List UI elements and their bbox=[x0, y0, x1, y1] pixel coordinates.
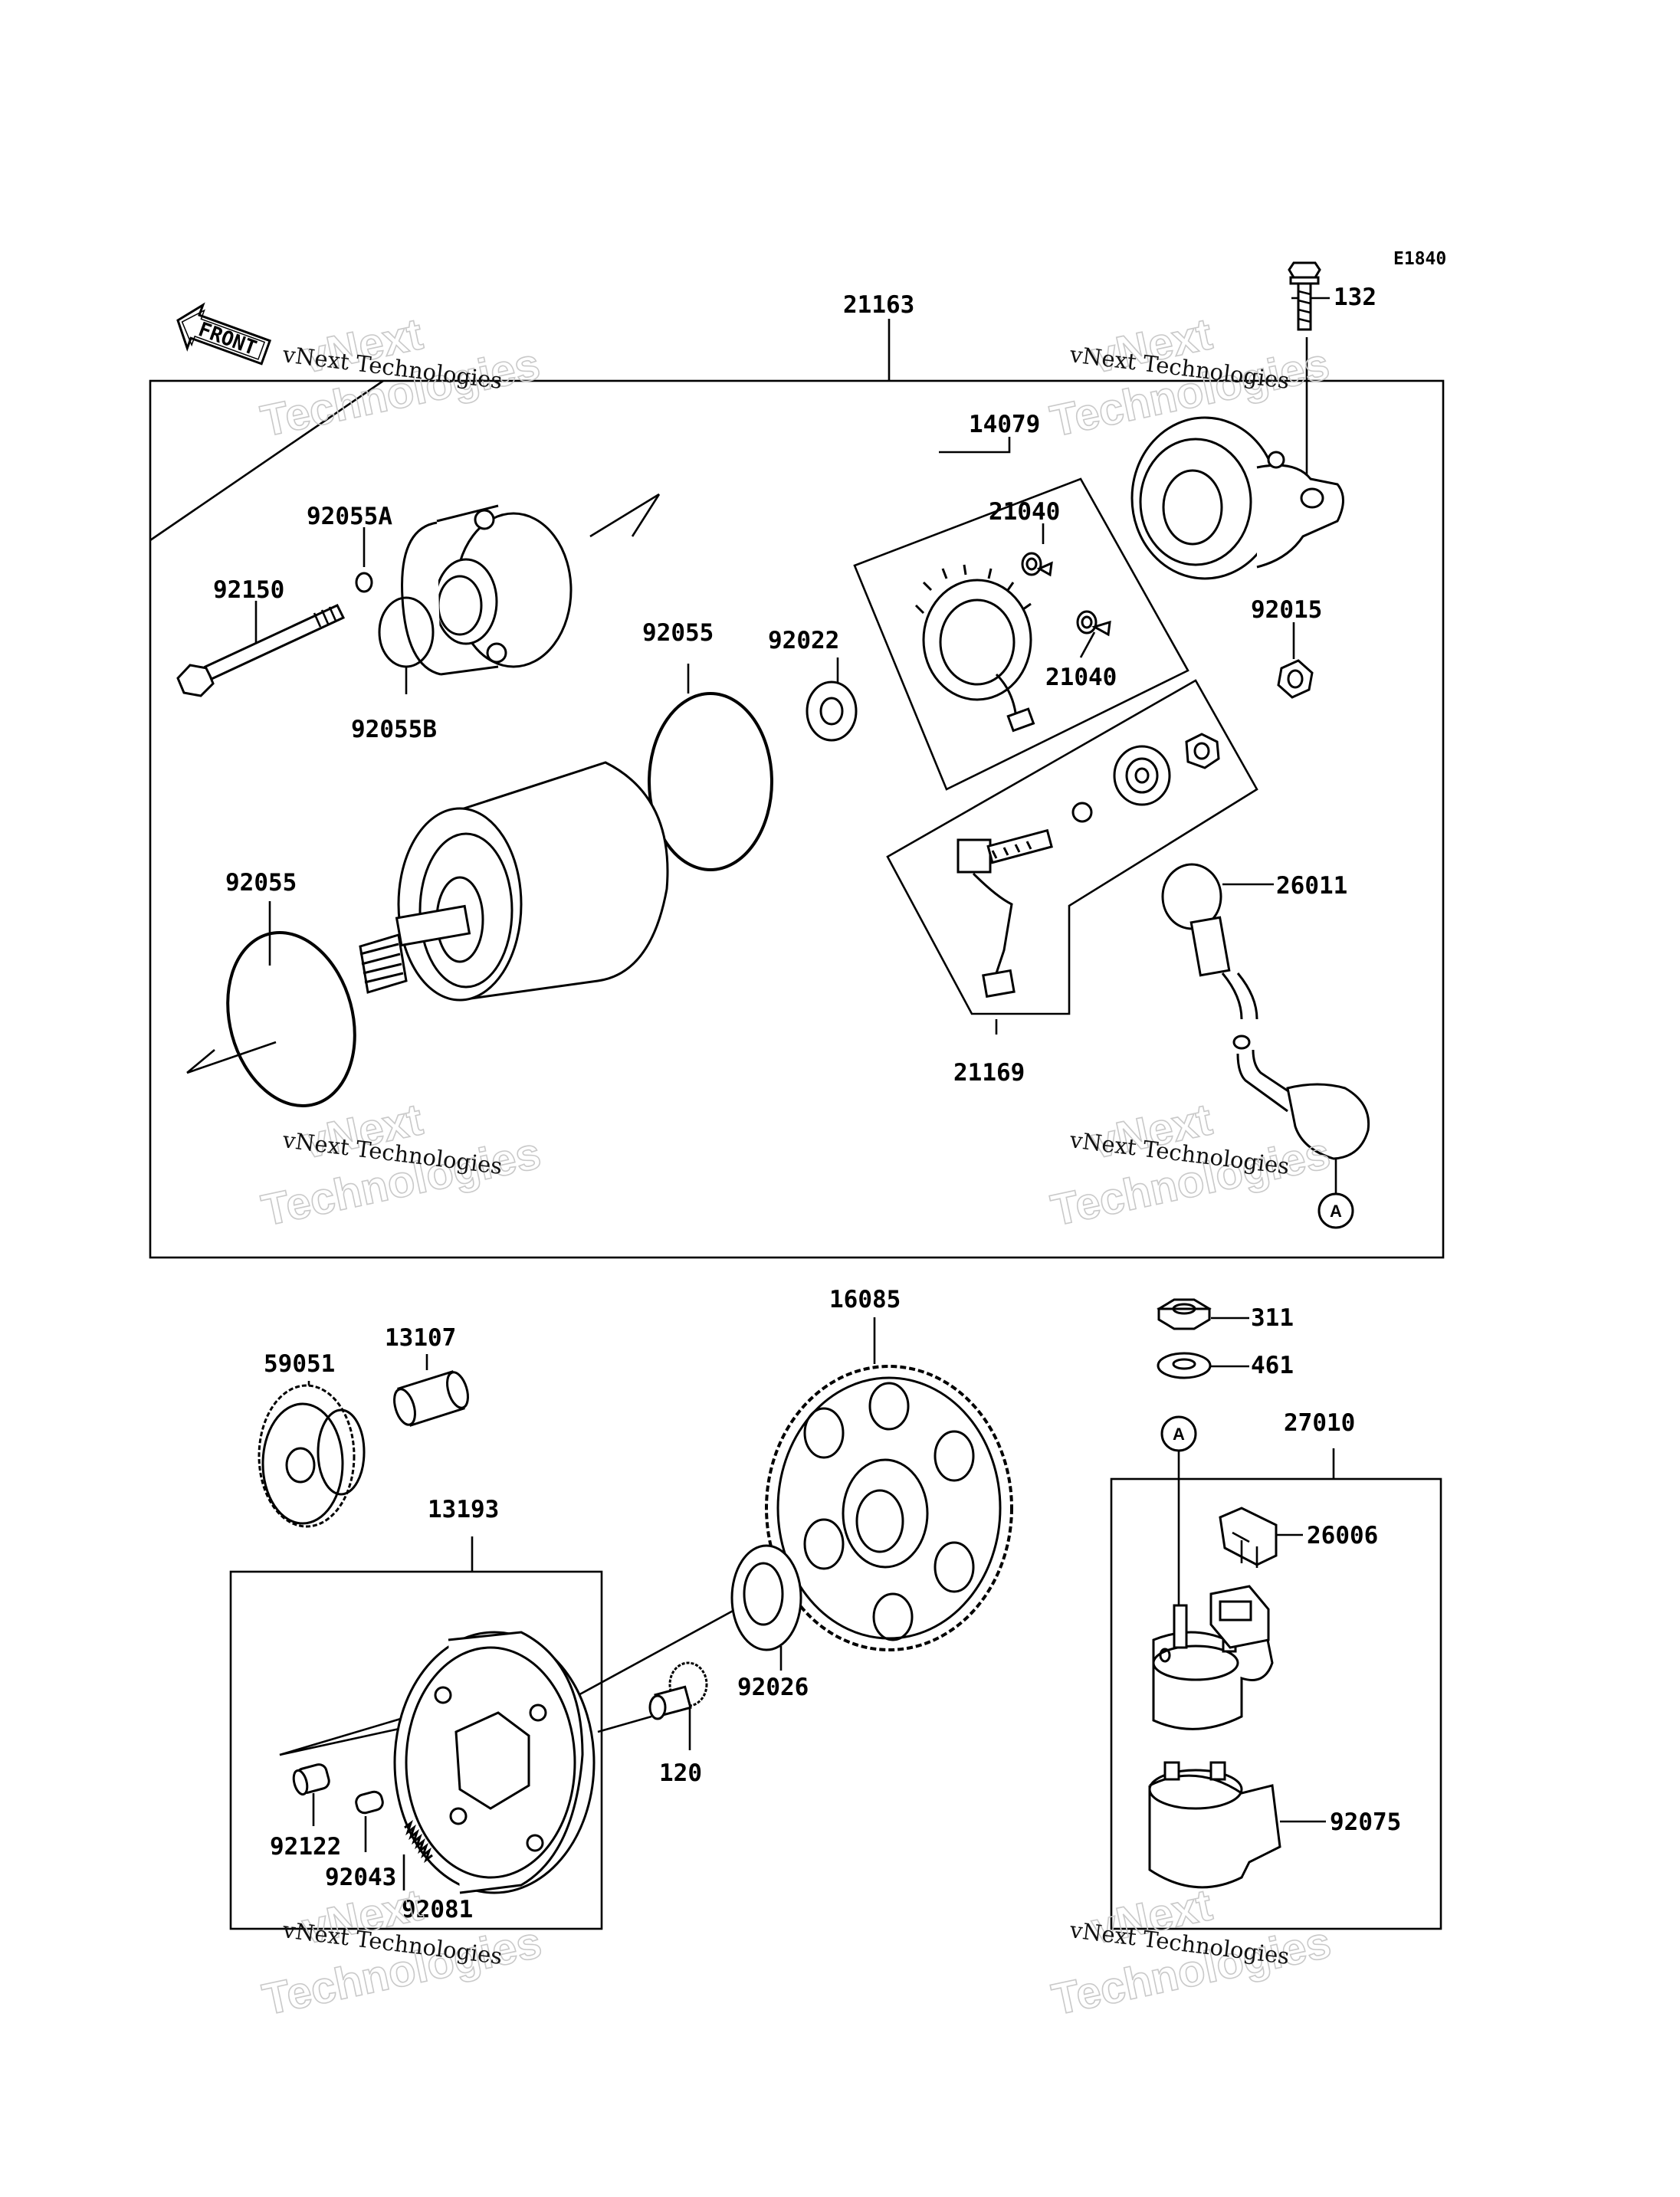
label-27010: 27010 bbox=[1284, 1409, 1355, 1437]
one-way-clutch-13193 bbox=[393, 1631, 596, 1894]
label-13193: 13193 bbox=[428, 1496, 499, 1523]
label-26006: 26006 bbox=[1307, 1522, 1378, 1549]
o-ring-92055-left bbox=[226, 931, 356, 1107]
label-26011: 26011 bbox=[1276, 872, 1347, 900]
label-14079: 14079 bbox=[969, 411, 1040, 438]
idle-gear-59051 bbox=[258, 1384, 366, 1528]
o-ring-92055-top bbox=[648, 692, 773, 871]
label-92075: 92075 bbox=[1330, 1808, 1401, 1836]
through-bolt-92150 bbox=[176, 604, 346, 697]
bolt-120 bbox=[648, 1661, 708, 1720]
o-ring-92055A bbox=[355, 572, 373, 593]
spring-92081 bbox=[404, 1819, 433, 1864]
starter-gear-16085 bbox=[765, 1365, 1013, 1651]
starter-relay-27010 bbox=[1152, 1585, 1274, 1730]
washer-92026 bbox=[730, 1544, 802, 1651]
relay-cover-92075 bbox=[1148, 1761, 1281, 1889]
label-59051: 59051 bbox=[264, 1350, 335, 1378]
shaft-13107 bbox=[393, 1370, 469, 1427]
callout-circle-a-top bbox=[1317, 1192, 1354, 1229]
starter-clutch-assembly-frame bbox=[229, 1570, 603, 1930]
label-92022: 92022 bbox=[768, 627, 839, 654]
callout-letter-a-bottom: A bbox=[1173, 1425, 1185, 1444]
label-92026: 92026 bbox=[737, 1674, 809, 1701]
plunger-92043 bbox=[355, 1790, 384, 1815]
roller-92122 bbox=[292, 1763, 330, 1796]
starter-relay-assembly-frame bbox=[1110, 1477, 1442, 1930]
label-92055B: 92055B bbox=[351, 716, 437, 743]
label-92081: 92081 bbox=[402, 1896, 473, 1923]
front-arrow: FRONT bbox=[176, 302, 272, 366]
part-number-labels: 21163 132 14079 92055A 21040 92150 92055… bbox=[213, 284, 1401, 1923]
fuse-26006 bbox=[1219, 1507, 1278, 1568]
label-132: 132 bbox=[1334, 284, 1376, 311]
brush-plate-assembly-14079 bbox=[853, 477, 1189, 791]
starter-motor-assembly-frame bbox=[149, 379, 1445, 1259]
washer-92022 bbox=[806, 680, 858, 742]
label-92055A: 92055A bbox=[307, 503, 392, 530]
diagram-code: E1840 bbox=[1393, 249, 1446, 269]
label-92015: 92015 bbox=[1251, 596, 1322, 624]
brush-spring-21040-upper bbox=[1021, 552, 1053, 577]
label-21040-lower: 21040 bbox=[1045, 664, 1117, 691]
label-21163: 21163 bbox=[843, 291, 914, 319]
label-21169: 21169 bbox=[953, 1059, 1025, 1087]
label-16085: 16085 bbox=[829, 1286, 901, 1313]
label-92043: 92043 bbox=[325, 1864, 396, 1891]
armature-yoke bbox=[359, 761, 669, 1002]
label-21040-upper: 21040 bbox=[989, 498, 1060, 526]
label-13107: 13107 bbox=[385, 1324, 456, 1352]
label-461: 461 bbox=[1251, 1352, 1294, 1379]
leader-lines bbox=[149, 297, 1330, 1074]
label-92122: 92122 bbox=[270, 1833, 341, 1861]
label-92150: 92150 bbox=[213, 576, 284, 604]
washer-461 bbox=[1157, 1352, 1212, 1379]
nut-92015 bbox=[1277, 659, 1314, 699]
nut-311 bbox=[1157, 1298, 1212, 1330]
terminal-assembly-21169 bbox=[886, 679, 1258, 1015]
label-311: 311 bbox=[1251, 1304, 1294, 1332]
front-cover bbox=[401, 504, 573, 676]
callout-letter-a-top: A bbox=[1330, 1202, 1342, 1221]
bolt-132 bbox=[1288, 261, 1321, 331]
starter-cable-26011 bbox=[1161, 863, 1370, 1160]
brush-spring-21040-lower bbox=[1076, 610, 1111, 637]
label-120: 120 bbox=[659, 1759, 702, 1787]
rear-cover bbox=[1130, 416, 1344, 580]
label-92055-left: 92055 bbox=[225, 869, 297, 897]
o-ring-92055B bbox=[378, 596, 435, 668]
label-92055-top: 92055 bbox=[642, 619, 714, 647]
